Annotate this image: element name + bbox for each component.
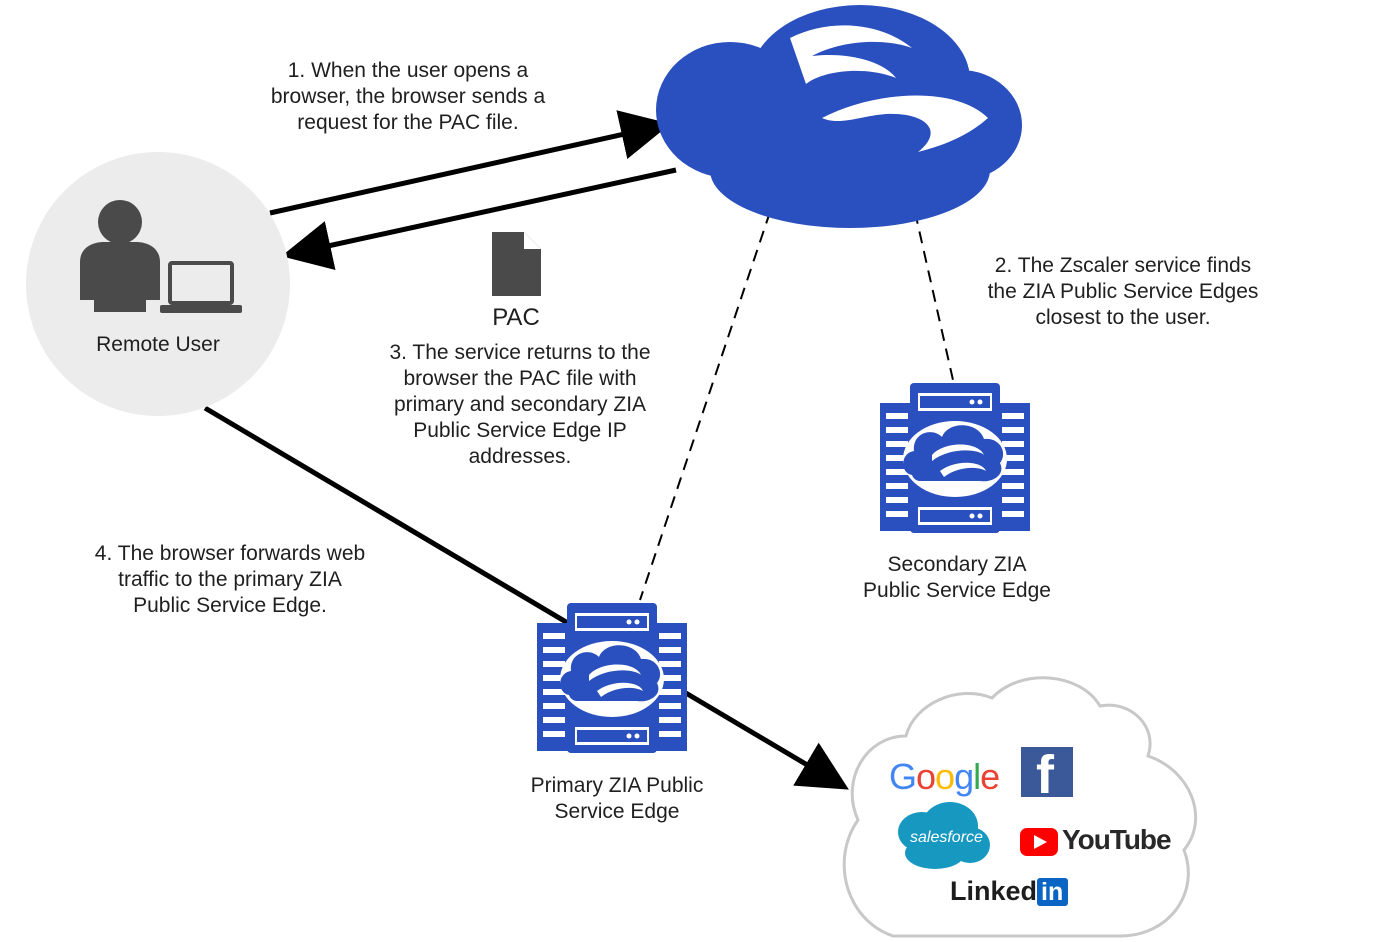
facebook-logo bbox=[1021, 747, 1073, 797]
internet-cloud bbox=[842, 676, 1198, 938]
linkedin-in-text: in bbox=[1041, 878, 1064, 906]
forward-traffic-arrow bbox=[203, 405, 849, 790]
step4-label: 4. The browser forwards web traffic to t… bbox=[94, 542, 366, 617]
google-letter: l bbox=[973, 756, 981, 797]
facebook-f: f bbox=[1036, 745, 1054, 805]
linkedin-in-box bbox=[1037, 878, 1068, 906]
pac-label: PAC bbox=[492, 304, 540, 331]
remote-user-label: Remote User bbox=[96, 333, 220, 356]
secondary-edge-label: Secondary ZIA Public Service Edge bbox=[863, 553, 1051, 602]
google-letter: e bbox=[980, 756, 1000, 797]
pac-file-icon bbox=[492, 232, 541, 296]
step2-label: 2. The Zscaler service finds the ZIA Pub… bbox=[987, 254, 1259, 329]
step3-label: 3. The service returns to the browser th… bbox=[389, 341, 651, 468]
google-letter: o bbox=[916, 756, 936, 797]
google-letter: G bbox=[889, 756, 917, 797]
primary-server-rack-icon bbox=[537, 603, 687, 753]
primary-edge-label: Primary ZIA Public Service Edge bbox=[530, 774, 704, 823]
google-logo: Google bbox=[889, 756, 1000, 798]
linkedin-text: Linked bbox=[950, 876, 1038, 906]
salesforce-logo bbox=[898, 802, 990, 869]
user-icon bbox=[80, 200, 160, 312]
cloud-to-secondary-dashed bbox=[914, 211, 954, 381]
step1-label: 1. When the user opens a browser, the br… bbox=[270, 59, 546, 134]
youtube-text: YouTube bbox=[1062, 824, 1172, 855]
return-pac-arrow bbox=[281, 167, 677, 270]
request-pac-arrow bbox=[269, 110, 671, 216]
secondary-server-rack-icon bbox=[880, 383, 1030, 533]
google-letter: o bbox=[935, 756, 955, 797]
laptop-icon bbox=[160, 261, 242, 313]
salesforce-text: salesforce bbox=[910, 829, 983, 846]
zscaler-cloud-icon bbox=[656, 5, 1022, 228]
youtube-logo bbox=[1020, 828, 1058, 856]
cloud-to-primary-dashed bbox=[639, 211, 771, 601]
google-letter: g bbox=[954, 756, 974, 797]
